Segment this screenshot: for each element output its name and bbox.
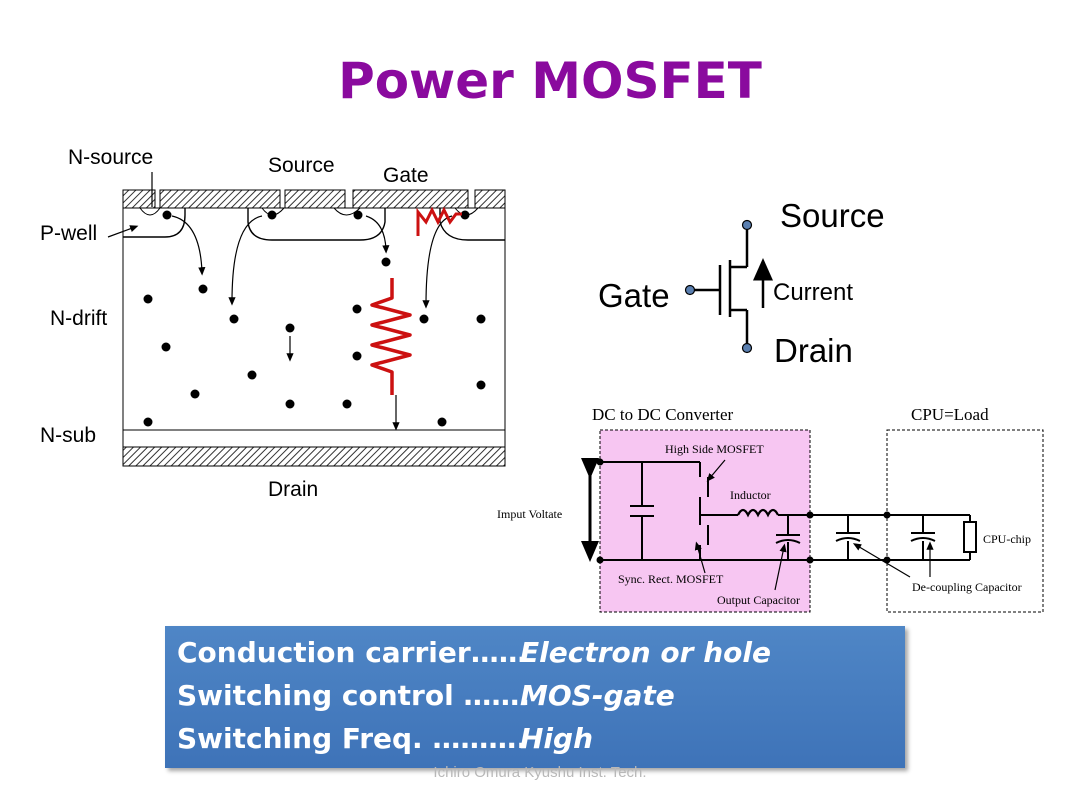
high-side-mosfet-label: High Side MOSFET (665, 442, 764, 456)
gate-electrode-left (159, 189, 281, 209)
summary-box: Conduction carrier…… Electron or hole Sw… (165, 626, 905, 768)
page-title: Power MOSFET (338, 52, 762, 110)
n-drift-region (122, 207, 506, 431)
n-source-bump-1 (139, 207, 161, 216)
drain-electrode (122, 446, 506, 467)
dc-dc-converter-circuit: DC to DC Converter CPU=Load (497, 405, 1044, 613)
symbol-drain-label: Drain (774, 332, 853, 369)
source-electrode-mid (284, 189, 346, 209)
cpu-chip-label: CPU-chip (983, 532, 1031, 546)
source-terminal-dot (741, 219, 753, 231)
p-well-label: P-well (40, 222, 97, 245)
electrons (143, 210, 486, 427)
mosfet-cross-section: N-source Source Gate P-well N-drift N-su… (40, 146, 506, 501)
p-well-left (123, 208, 186, 238)
cpu-load-title: CPU=Load (911, 405, 989, 424)
drain-terminal-dot (741, 342, 753, 354)
drain-label: Drain (268, 478, 318, 501)
cpu-chip-resistor (963, 521, 977, 553)
summary-label: Conduction carrier…… (177, 636, 527, 669)
summary-row-conduction: Conduction carrier…… Electron or hole (177, 636, 771, 669)
p-well-center (247, 208, 386, 241)
n-sub-label: N-sub (40, 424, 96, 447)
p-well-right (439, 208, 505, 241)
summary-value: High (520, 722, 594, 755)
mosfet-symbol: Source Gate Current Drain (598, 197, 885, 369)
channel-resistor (416, 206, 462, 236)
n-sub-region (122, 429, 506, 448)
decoupling-capacitor-label: De-coupling Capacitor (912, 580, 1022, 594)
summary-row-switching-freq: Switching Freq. ………. High (177, 722, 593, 755)
converter-box (599, 429, 811, 613)
source-electrode-right (474, 189, 506, 209)
gate-electrode-right (352, 189, 469, 209)
summary-label: Switching control ……. (177, 679, 531, 712)
inductor-label: Inductor (730, 488, 771, 502)
p-well-pointer (107, 225, 139, 238)
input-voltage-label: Imput Voltate (497, 507, 562, 521)
n-source-label: N-source (68, 146, 153, 169)
footer-credit: Ichiro Omura Kyushu Inst. Tech. (433, 764, 647, 781)
summary-row-switching-control: Switching control ……. MOS-gate (177, 679, 675, 712)
symbol-source-label: Source (780, 197, 885, 234)
output-capacitor-label: Output Capacitor (717, 593, 800, 607)
symbol-gate-label: Gate (598, 277, 670, 314)
summary-value: Electron or hole (520, 636, 771, 669)
gate-label: Gate (383, 164, 429, 187)
circuit-nodes (596, 458, 891, 564)
source-label: Source (268, 154, 335, 177)
symbol-current-label: Current (773, 279, 853, 306)
n-drift-label: N-drift (50, 307, 107, 330)
n-source-bump-3 (333, 207, 361, 216)
summary-value: MOS-gate (520, 679, 675, 712)
gate-terminal-dot (684, 284, 696, 296)
drift-resistor (370, 278, 412, 395)
cpu-load-box (886, 429, 1044, 613)
sync-rect-mosfet-label: Sync. Rect. MOSFET (618, 572, 724, 586)
source-electrode-left (122, 189, 156, 209)
dc-converter-title: DC to DC Converter (592, 405, 734, 424)
summary-label: Switching Freq. ………. (177, 722, 528, 755)
